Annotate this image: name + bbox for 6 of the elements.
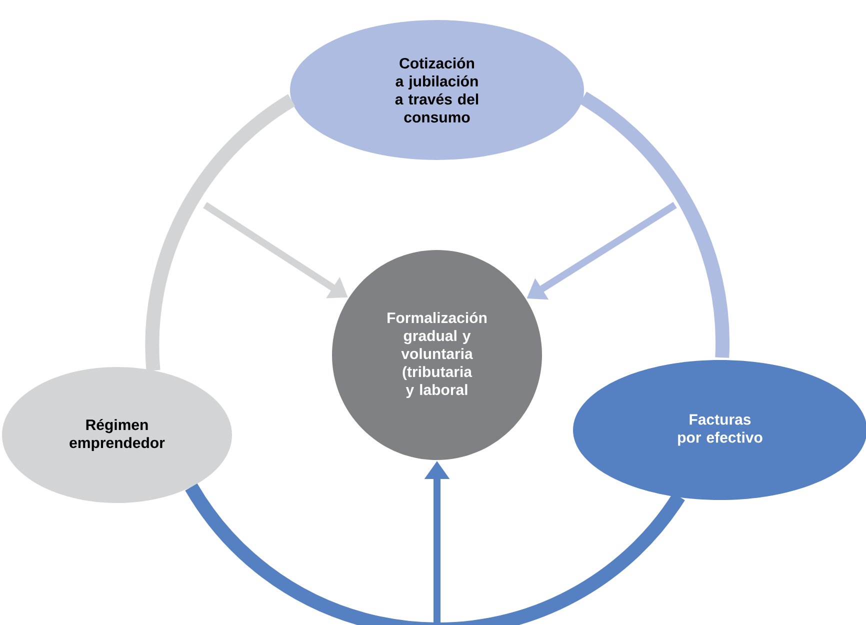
ellipse-node: Cotización a jubilación a través del consumo (290, 20, 584, 160)
ring-arc (579, 92, 730, 358)
ellipse-node: Régimen emprendedor (2, 367, 232, 503)
ring-arc (145, 94, 296, 371)
circle-node: Formalización gradual y voluntaria (tributaria y laboral (332, 250, 542, 460)
ring-arc (185, 483, 685, 625)
